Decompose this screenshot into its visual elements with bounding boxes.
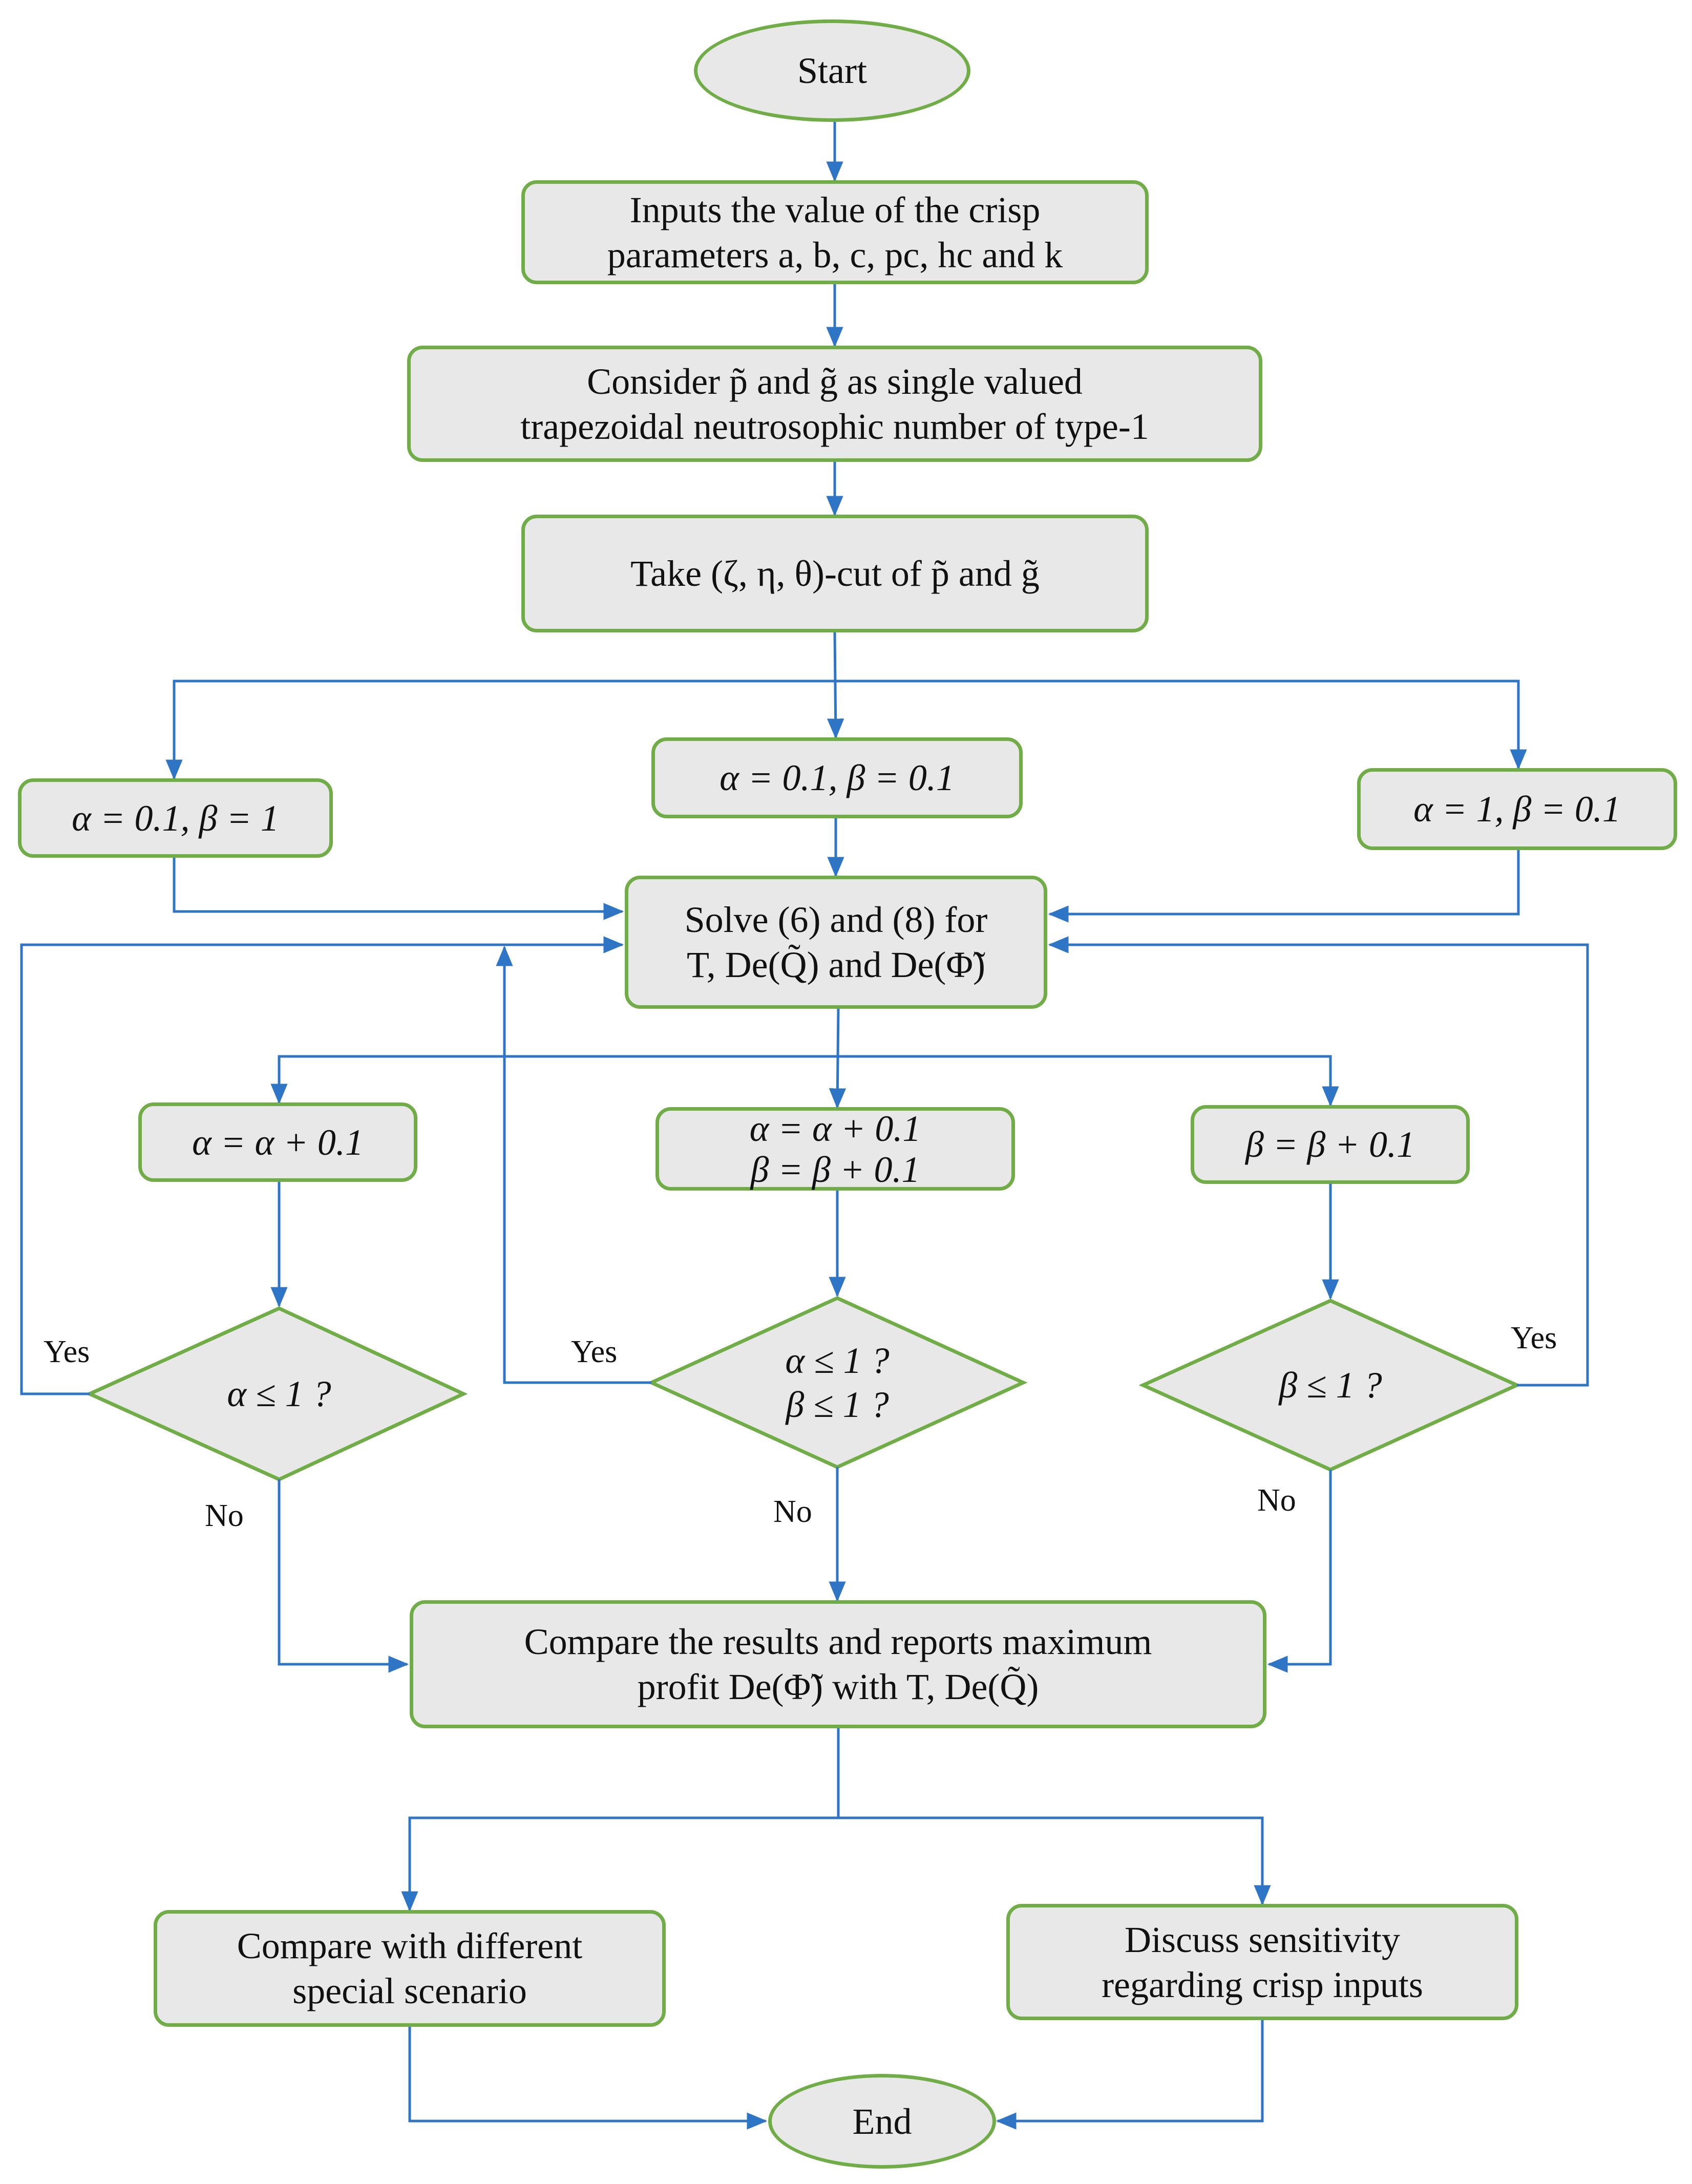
arrow-no-left xyxy=(278,1479,409,1673)
arrow-take-caseleft xyxy=(165,680,836,780)
arrow-solve-incleft xyxy=(270,1055,838,1105)
case-mid-label: α = 0.1, β = 0.1 xyxy=(720,757,955,798)
compare-line2: profit De(Φ̃) with T, De(Q̃) xyxy=(637,1666,1039,1707)
arrow-yes-mid xyxy=(496,945,651,1384)
take-cut-label: Take (ζ, η, θ)-cut of p̃ and g̃ xyxy=(630,553,1040,594)
decision-right: β ≤ 1 ? xyxy=(1228,1334,1433,1436)
compare-node: Compare the results and reports maximum … xyxy=(410,1600,1266,1728)
inc-left-node: α = α + 0.1 xyxy=(138,1102,417,1182)
solve-node: Solve (6) and (8) for T, De(Q̃) and De(Φ… xyxy=(625,876,1047,1009)
decision-mid-line2: β ≤ 1 ? xyxy=(786,1384,889,1425)
take-cut-node: Take (ζ, η, θ)-cut of p̃ and g̃ xyxy=(521,515,1149,632)
yes-label-mid: Yes xyxy=(571,1334,618,1369)
yes-label-left: Yes xyxy=(44,1334,90,1369)
arrow-compare-special xyxy=(401,1728,840,1912)
consider-line2: trapezoidal neutrosophic number of type-… xyxy=(520,406,1149,447)
arrow-caseleft-solve xyxy=(173,858,624,920)
case-left-node: α = 0.1, β = 1 xyxy=(18,778,333,858)
inputs-node: Inputs the value of the crisp parameters… xyxy=(521,180,1149,284)
solve-line2: T, De(Q̃) and De(Φ̃) xyxy=(686,944,986,985)
arrow-solve-incright xyxy=(838,1055,1339,1107)
decision-left: α ≤ 1 ? xyxy=(177,1343,382,1445)
decision-mid-line1: α ≤ 1 ? xyxy=(785,1340,890,1381)
inc-mid-node: α = α + 0.1 β = β + 0.1 xyxy=(655,1107,1015,1191)
case-mid-node: α = 0.1, β = 0.1 xyxy=(651,737,1023,818)
start-node: Start xyxy=(694,19,970,122)
inc-left-label: α = α + 0.1 xyxy=(192,1121,364,1163)
special-line1: Compare with different xyxy=(237,1925,583,1966)
arrow-no-right xyxy=(1267,1470,1332,1673)
special-line2: special scenario xyxy=(292,1970,527,2011)
compare-line1: Compare the results and reports maximum xyxy=(524,1621,1152,1662)
sensitivity-node: Discuss sensitivity regarding crisp inpu… xyxy=(1006,1904,1518,2020)
arrow-yes-left xyxy=(20,936,624,1395)
decision-right-label: β ≤ 1 ? xyxy=(1279,1365,1382,1406)
case-right-label: α = 1, β = 0.1 xyxy=(1413,789,1621,830)
sensitivity-line1: Discuss sensitivity xyxy=(1124,1919,1401,1960)
arrow-yes-right xyxy=(1048,936,1589,1387)
start-label: Start xyxy=(797,50,867,91)
arrow-take-caseright xyxy=(836,680,1527,770)
inc-mid-line1: α = α + 0.1 xyxy=(749,1108,921,1149)
consider-node: Consider p̃ and g̃ as single valued trap… xyxy=(407,346,1262,462)
arrow-caseright-solve xyxy=(1048,850,1520,923)
no-label-left: No xyxy=(205,1498,244,1533)
case-left-label: α = 0.1, β = 1 xyxy=(72,797,279,839)
arrow-special-end xyxy=(408,2027,768,2130)
decision-mid: α ≤ 1 ? β ≤ 1 ? xyxy=(735,1331,940,1434)
inputs-line1: Inputs the value of the crisp xyxy=(629,189,1041,230)
arrow-take-casemid xyxy=(827,632,844,739)
inc-right-node: β = β + 0.1 xyxy=(1191,1105,1470,1184)
consider-line1: Consider p̃ and g̃ as single valued xyxy=(587,361,1083,402)
special-scenario-node: Compare with different special scenario xyxy=(154,1910,666,2027)
inc-mid-line2: β = β + 0.1 xyxy=(750,1149,920,1190)
end-node: End xyxy=(768,2074,996,2169)
arrow-solve-incmid xyxy=(829,1008,847,1109)
solve-line1: Solve (6) and (8) for xyxy=(684,899,988,940)
no-label-right: No xyxy=(1257,1483,1296,1518)
end-label: End xyxy=(852,2101,912,2142)
decision-left-label: α ≤ 1 ? xyxy=(227,1373,331,1414)
yes-label-right: Yes xyxy=(1511,1321,1557,1355)
arrow-compare-sensitivity xyxy=(838,1816,1271,1906)
arrow-sensitivity-end xyxy=(996,2020,1264,2130)
inc-right-label: β = β + 0.1 xyxy=(1245,1124,1415,1165)
no-label-mid: No xyxy=(773,1494,812,1529)
sensitivity-line2: regarding crisp inputs xyxy=(1102,1964,1423,2005)
inputs-line2: parameters a, b, c, pc, hc and k xyxy=(607,234,1063,275)
case-right-node: α = 1, β = 0.1 xyxy=(1357,768,1677,850)
